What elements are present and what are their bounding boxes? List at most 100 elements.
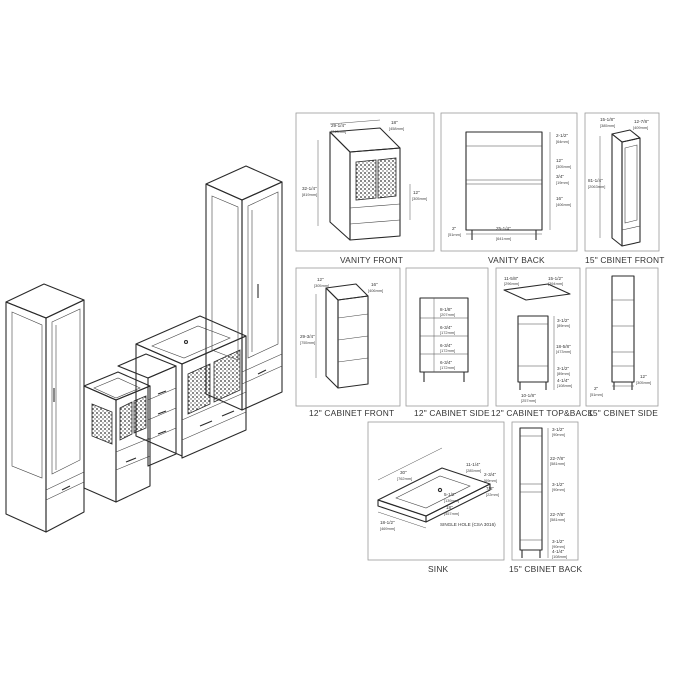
dim-label: [406mm] xyxy=(368,288,383,293)
dim-label: [139mm] xyxy=(444,498,459,503)
dim-label: 16" xyxy=(556,196,563,201)
dim-label: 12" xyxy=(413,190,420,195)
dim-label: [819mm] xyxy=(302,192,317,197)
dim-label: 2" xyxy=(594,386,599,391)
dim-label: [385mm] xyxy=(600,123,615,128)
dim-label: 81-1/4" xyxy=(588,178,603,183)
dim-label: [19mm] xyxy=(556,180,569,185)
dim-label: 4-1/4" xyxy=(557,378,569,383)
caption: VANITY FRONT xyxy=(340,255,403,265)
isometric-ensemble-drawing xyxy=(5,165,283,533)
dim-label: 22-7/8" xyxy=(550,456,565,461)
dim-label: [22mm] xyxy=(486,492,499,497)
dim-label: 18" xyxy=(446,505,453,510)
dim-label: [172mm] xyxy=(440,330,455,335)
dim-label: [172mm] xyxy=(440,348,455,353)
dim-label: 12" xyxy=(556,158,563,163)
dim-label: [90mm] xyxy=(552,432,565,437)
dim-label: 15-1/2" xyxy=(548,276,563,281)
dim-label: 18-1/2" xyxy=(380,520,395,525)
sink-note: SINGLE HOLE (CSA 3016) xyxy=(440,522,496,527)
dim-label: 10-1/8" xyxy=(521,393,536,398)
panel-12-cabinet-front: 12" [305mm] 16" [406mm] 29-3/4" [755mm] … xyxy=(295,267,401,418)
caption: 12" CABINET FRONT xyxy=(309,408,394,418)
dim-label: 18" xyxy=(391,120,398,125)
main-vanity xyxy=(135,315,247,459)
dim-label: [394mm] xyxy=(548,281,563,286)
caption: 12" CABINET TOP&BACK xyxy=(491,408,594,418)
dim-label: 29-1/4" xyxy=(331,123,346,128)
dim-label: 12" xyxy=(317,277,324,282)
drawer-cabinet-middle xyxy=(117,353,177,467)
dim-label: [406mm] xyxy=(556,202,571,207)
dim-label: 2-1/2" xyxy=(556,133,568,138)
dim-label: 22-7/8" xyxy=(550,512,565,517)
caption: VANITY BACK xyxy=(488,255,545,265)
dim-label: [89mm] xyxy=(557,371,570,376)
dim-label: [305mm] xyxy=(556,164,571,169)
panel-sink: 30" [762mm] 11-1/4" [285mm] 2-3/4" [69mm… xyxy=(367,421,505,574)
panel-12-cabinet-top-back: 11-5/8" [296mm] 15-1/2" [394mm] 3-1/2" [… xyxy=(491,267,594,418)
dim-label: [305mm] xyxy=(314,283,329,288)
dim-label: [581mm] xyxy=(550,517,565,522)
dim-label: 3-1/2" xyxy=(557,366,569,371)
dim-label: 3/4" xyxy=(556,174,564,179)
dim-label: 29-3/4" xyxy=(300,334,315,339)
dim-label: 18-5/8" xyxy=(556,344,571,349)
dim-label: [207mm] xyxy=(440,312,455,317)
dim-label: 12" xyxy=(640,374,647,379)
caption: 15" CBINET SIDE xyxy=(588,408,658,418)
panel-vanity-front: 29-1/4" [743mm] 18" [458mm] 32-1/4" [819… xyxy=(295,112,435,265)
caption: 15" CBINET FRONT xyxy=(585,255,665,265)
dim-label: 2" xyxy=(452,226,457,231)
panel-vanity-back: 2-1/2" [64mm] 12" [305mm] 3/4" [19mm] 16… xyxy=(440,112,578,265)
dim-label: 30" xyxy=(400,470,407,475)
dim-label: [172mm] xyxy=(440,365,455,370)
panel-15-cabinet-front: 15-1/8" [385mm] 12-7/8" [409mm] 81-1/4" … xyxy=(584,112,665,265)
dim-label: 5-1/2" xyxy=(444,492,456,497)
tall-cabinet-right xyxy=(205,165,283,411)
panel-15-cabinet-back: 3-1/2" [90mm] 22-7/8" [581mm] 3-1/2" [90… xyxy=(509,421,583,574)
dim-label: 6-3/4" xyxy=(440,360,452,365)
dim-label: 2-3/4" xyxy=(484,472,496,477)
dim-label: [285mm] xyxy=(466,468,481,473)
dim-label: 3-1/2" xyxy=(557,318,569,323)
dim-label: [108mm] xyxy=(552,554,567,559)
dim-label: [2063mm] xyxy=(588,184,605,189)
dim-label: [469mm] xyxy=(380,526,395,531)
dim-label: 11-5/8" xyxy=(504,276,519,281)
dim-label: [108mm] xyxy=(557,383,572,388)
dim-label: [296mm] xyxy=(504,281,519,286)
dim-label: [90mm] xyxy=(552,487,565,492)
dim-label: 6-3/4" xyxy=(440,325,452,330)
dim-label: [64mm] xyxy=(556,139,569,144)
tall-cabinet-left xyxy=(5,283,85,533)
dim-label: [257mm] xyxy=(521,398,536,403)
panel-15-cabinet-side: 2" [51mm] 12" [305mm] 15" CBINET SIDE xyxy=(585,267,659,418)
dim-label: 16" xyxy=(371,282,378,287)
caption: 12" CABINET SIDE xyxy=(414,408,490,418)
caption: SINK xyxy=(428,564,449,574)
dim-label: 8-1/8" xyxy=(440,307,452,312)
dim-label: 6-3/4" xyxy=(440,343,452,348)
dim-label: 15-1/8" xyxy=(600,117,615,122)
caption: 15" CBINET BACK xyxy=(509,564,583,574)
dim-label: 3-1/2" xyxy=(552,427,564,432)
dim-label: [762mm] xyxy=(397,476,412,481)
dim-label: [641mm] xyxy=(496,236,511,241)
dim-label: [409mm] xyxy=(633,125,648,130)
dim-label: 7/8" xyxy=(486,486,494,491)
dim-label: [581mm] xyxy=(550,461,565,466)
dim-label: [305mm] xyxy=(636,380,651,385)
dim-label: 11-1/4" xyxy=(466,462,481,467)
dim-label: [90mm] xyxy=(552,544,565,549)
dim-label: 25-1/4" xyxy=(496,226,511,231)
dim-label: 4-1/4" xyxy=(552,549,564,554)
dim-label: [305mm] xyxy=(412,196,427,201)
small-vanity xyxy=(83,371,151,503)
dim-label: 3-1/2" xyxy=(552,539,564,544)
dim-label: 12-7/8" xyxy=(634,119,649,124)
dim-label: [755mm] xyxy=(300,340,315,345)
dim-label: 32-1/4" xyxy=(302,186,317,191)
